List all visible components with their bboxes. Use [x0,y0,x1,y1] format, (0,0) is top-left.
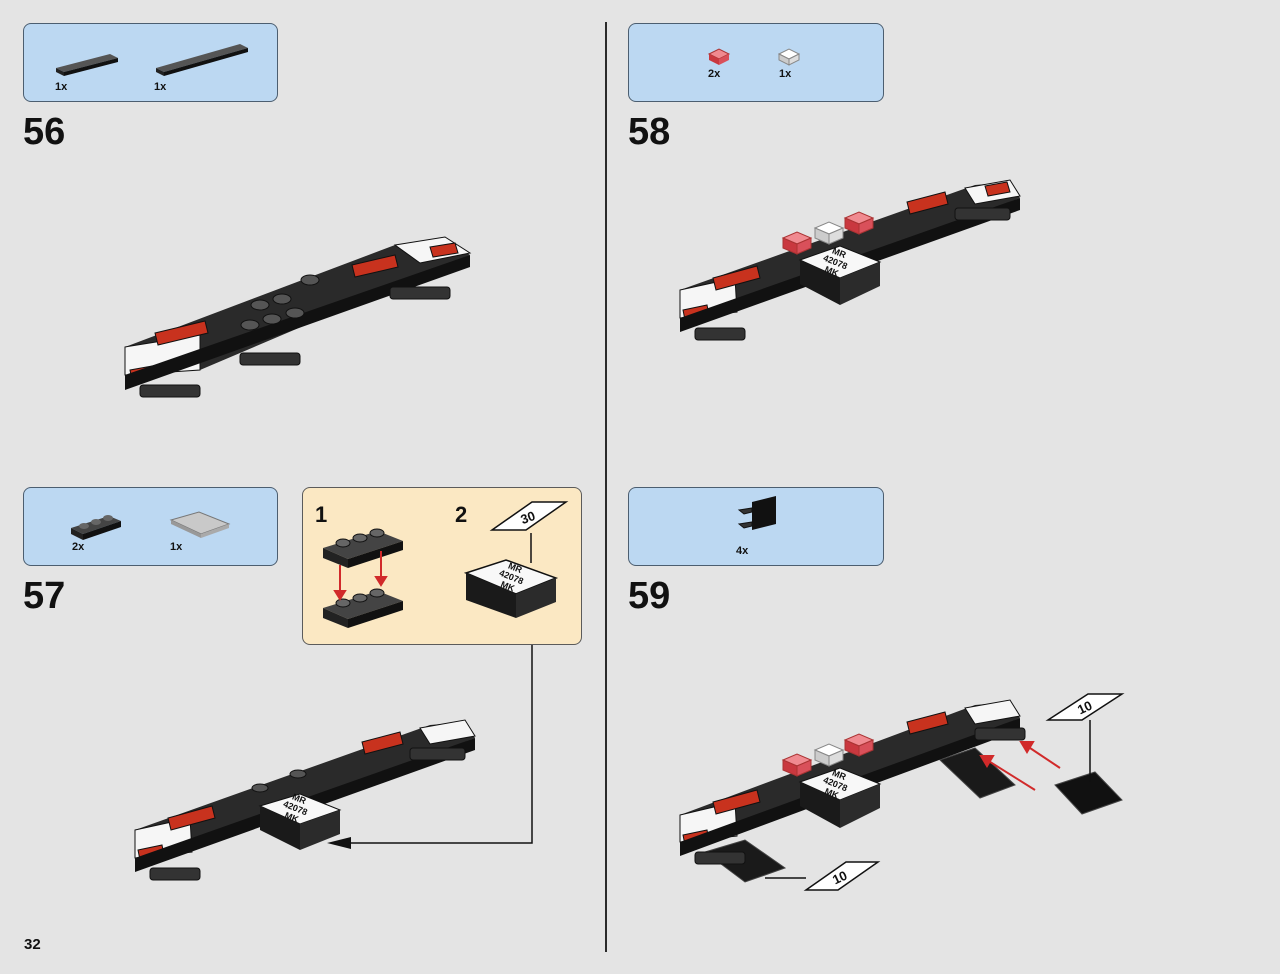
plate-1x6-black-icon [56,54,118,76]
part-qty: 1x [170,541,183,553]
svg-text:30: 30 [518,508,537,527]
callout-count-badge: 10 [765,861,881,891]
plate-1x3-black-icon [71,515,121,540]
step-number: 58 [628,111,671,153]
subassembly-panel: 1 2 30 MR42078MK [302,487,582,645]
step-number: 56 [23,111,66,153]
svg-text:MR42078MK: MR42078MK [818,765,852,802]
part-qty: 2x [72,541,85,553]
sub-step-1-plates [323,528,403,628]
parts-list-step-59: 4x [628,487,884,566]
tile-1x1-trans-clear-icon [777,48,801,66]
page-divider [605,22,607,952]
parts-list-step-56: 1x 1x [23,23,278,102]
parts-list-step-57: 2x 1x [23,487,278,566]
callout-count-badge: 10 [1045,693,1125,782]
part-qty: 1x [779,68,792,80]
step-number: 57 [23,575,66,617]
step-number: 59 [628,575,671,617]
part-qty: 4x [736,545,749,557]
svg-text:10: 10 [830,868,849,888]
callout-arrow [327,645,533,849]
page-number: 32 [24,936,41,953]
plate-1x8-black-icon [156,44,248,76]
part-qty: 2x [708,68,721,80]
model-step-58: MR42078MK [679,179,1021,341]
callout-count-badge: 30 [489,501,569,531]
sub-step-2-tile: MR42078MK [463,533,559,618]
svg-text:10: 10 [1075,698,1094,718]
model-step-59: MR42078MK [679,699,1123,883]
parts-list-step-58: 2x 1x [628,23,884,102]
part-qty: 1x [154,81,167,93]
sub-step-number: 2 [455,502,468,527]
model-step-56 [124,236,472,398]
tile-1x1-trans-red-icon [707,48,731,65]
tile-with-clip-black-icon [737,496,776,530]
part-qty: 1x [55,81,68,93]
tile-grey-icon [169,511,231,538]
model-step-57: MR42078MK [134,719,476,881]
sub-step-number: 1 [315,502,328,527]
